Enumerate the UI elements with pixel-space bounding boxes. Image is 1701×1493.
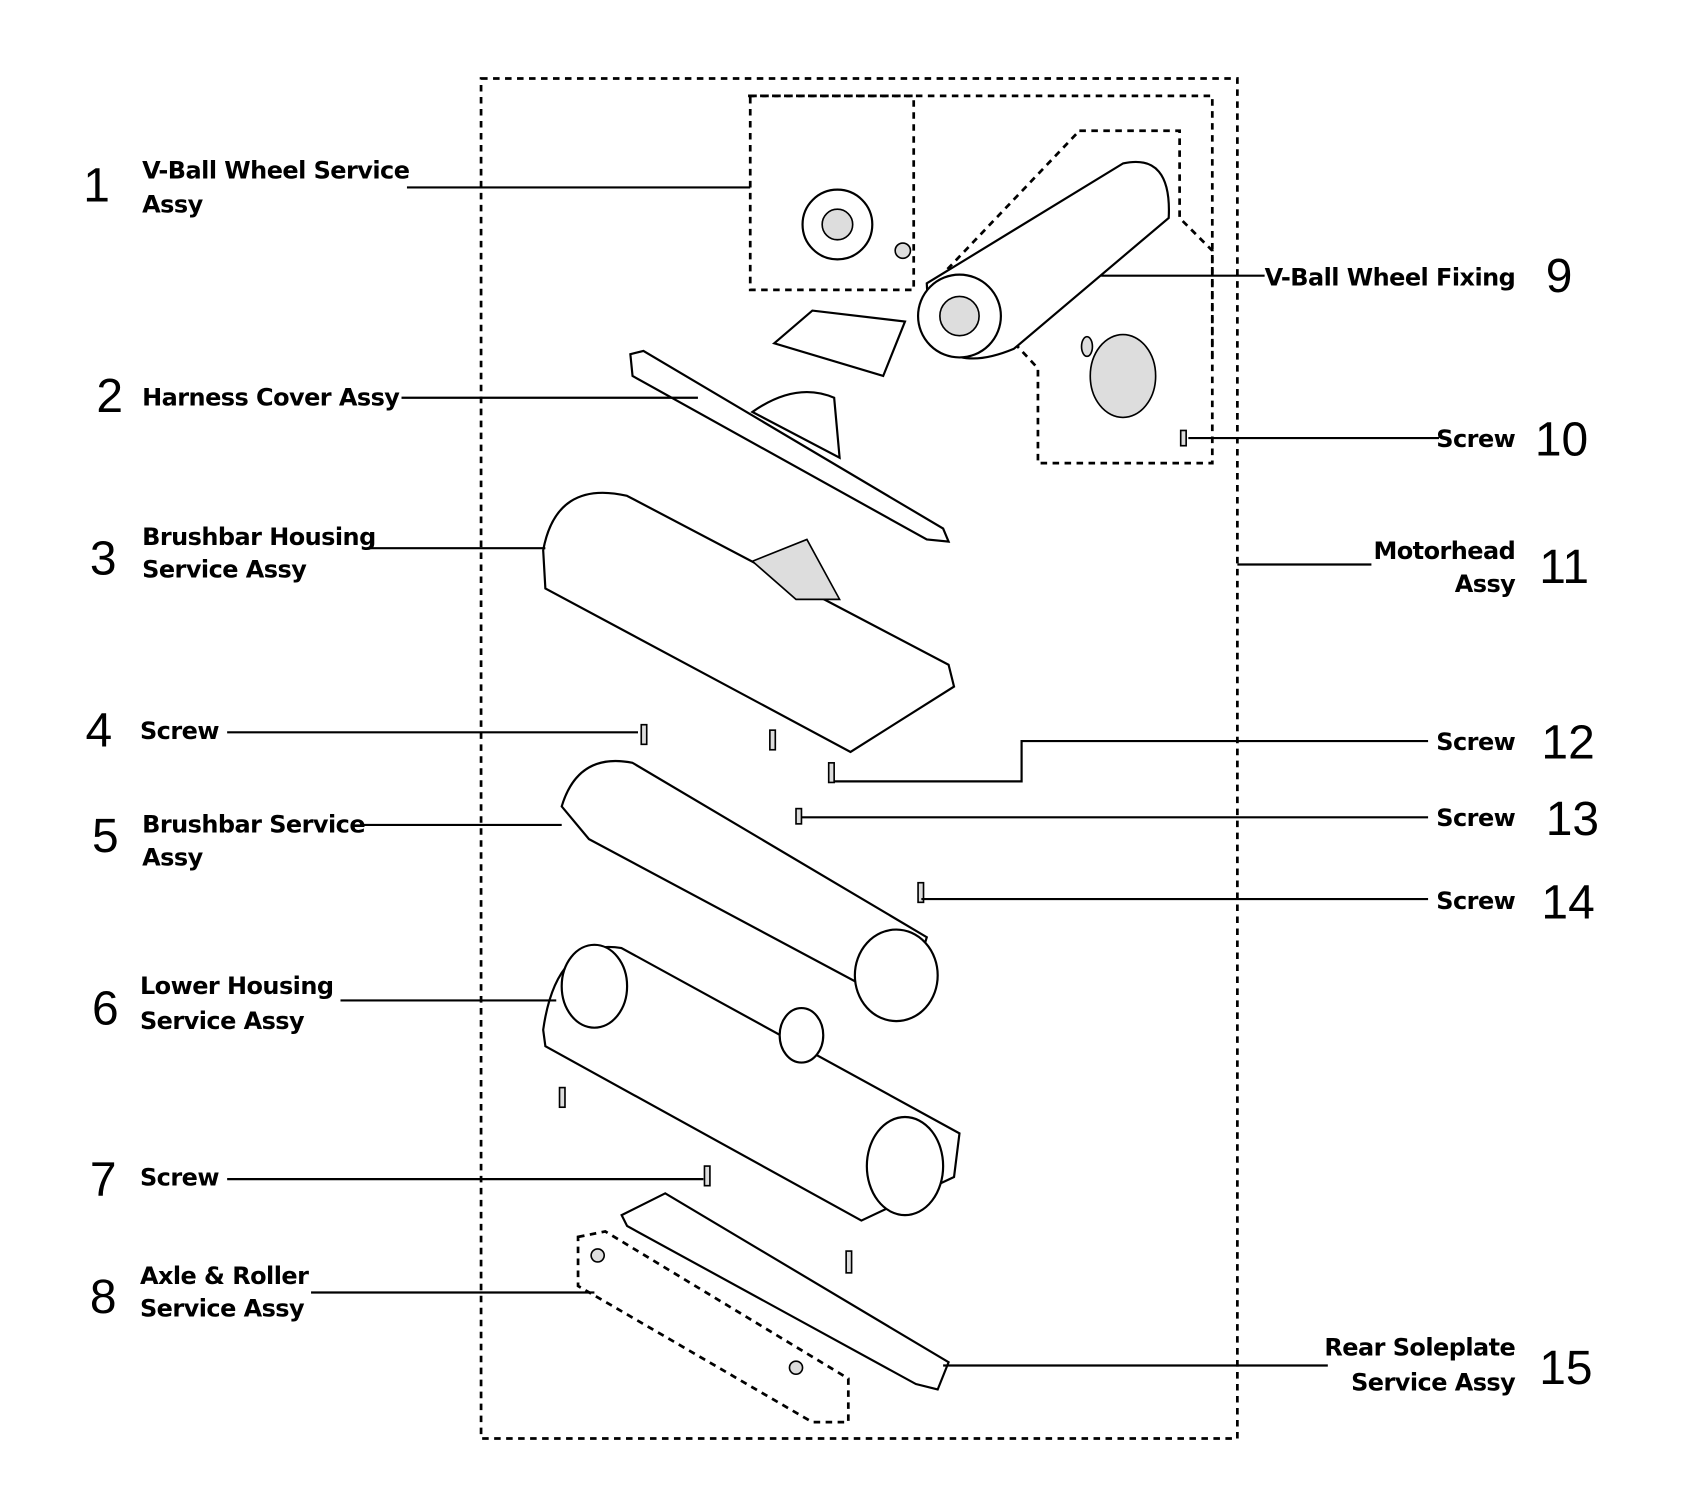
svg-text:V-Ball Wheel Fixing: V-Ball Wheel Fixing (1265, 264, 1516, 292)
callout-1: 1 V-Ball Wheel Service Assy (83, 157, 410, 219)
svg-text:3: 3 (90, 532, 117, 585)
callout-3: 3 Brushbar Housing Service Assy (90, 523, 376, 585)
svg-text:4: 4 (85, 705, 112, 758)
callout-5: 5 Brushbar Service Assy (92, 810, 366, 871)
callout-9: 9 V-Ball Wheel Fixing (1265, 250, 1573, 303)
svg-text:9: 9 (1546, 250, 1573, 303)
svg-text:Brushbar Service: Brushbar Service (142, 811, 365, 839)
svg-text:11: 11 (1539, 541, 1589, 594)
svg-text:Brushbar Housing: Brushbar Housing (142, 523, 376, 551)
rear-soleplate (590, 1192, 950, 1391)
svg-text:Screw: Screw (1436, 887, 1515, 915)
callout-8: 8 Axle & Roller Service Assy (90, 1262, 310, 1324)
callout-14: 14 Screw (1436, 877, 1594, 930)
svg-text:Screw: Screw (140, 717, 219, 745)
callout-6: 6 Lower Housing Service Assy (92, 972, 334, 1036)
svg-text:Assy: Assy (142, 843, 203, 871)
svg-text:15: 15 (1539, 1342, 1592, 1395)
leader-lines (227, 186, 1439, 1367)
brushbar (560, 759, 939, 1023)
svg-text:7: 7 (90, 1153, 117, 1206)
svg-text:Screw: Screw (1436, 728, 1515, 756)
wheel-service-boundary (748, 94, 916, 292)
svg-text:Service Assy: Service Assy (140, 1294, 305, 1322)
svg-text:Lower Housing: Lower Housing (140, 972, 334, 1000)
svg-text:V-Ball Wheel Service: V-Ball Wheel Service (142, 157, 410, 185)
brushbar-housing (542, 491, 956, 754)
callout-15: 15 Rear Soleplate Service Assy (1324, 1334, 1592, 1397)
callout-12: 12 Screw (1436, 716, 1594, 769)
screws (558, 335, 1187, 1274)
svg-text:Rear Soleplate: Rear Soleplate (1324, 1334, 1515, 1362)
callout-4: 4 Screw (85, 705, 219, 758)
axle-roller-boundary (576, 1230, 850, 1424)
svg-text:12: 12 (1541, 716, 1594, 769)
callout-11: 11 Motorhead Assy (1373, 537, 1589, 598)
svg-text:13: 13 (1546, 793, 1599, 846)
svg-text:Axle & Roller: Axle & Roller (140, 1262, 309, 1290)
v-ball-wheel (771, 160, 1170, 419)
callout-7: 7 Screw (90, 1153, 220, 1206)
svg-text:Motorhead: Motorhead (1373, 537, 1515, 565)
svg-text:Service Assy: Service Assy (142, 556, 307, 584)
svg-text:Harness Cover Assy: Harness Cover Assy (142, 383, 400, 411)
svg-text:6: 6 (92, 982, 119, 1035)
svg-text:Screw: Screw (140, 1164, 219, 1192)
svg-text:2: 2 (96, 370, 123, 423)
svg-text:Screw: Screw (1436, 804, 1515, 832)
svg-text:14: 14 (1541, 877, 1594, 930)
svg-text:5: 5 (92, 810, 119, 863)
svg-text:Assy: Assy (1455, 570, 1516, 598)
svg-text:1: 1 (83, 160, 110, 213)
svg-text:Service Assy: Service Assy (140, 1007, 305, 1035)
harness-cover (629, 349, 951, 543)
svg-text:8: 8 (90, 1271, 117, 1324)
callout-13: 13 Screw (1436, 793, 1599, 846)
svg-text:10: 10 (1535, 414, 1588, 467)
callout-2: 2 Harness Cover Assy (96, 370, 400, 423)
svg-text:Assy: Assy (142, 191, 203, 219)
motorhead-assy-boundary (479, 77, 1239, 1440)
callout-10: 10 Screw (1436, 414, 1588, 467)
svg-text:Screw: Screw (1436, 425, 1515, 453)
svg-text:Service Assy: Service Assy (1351, 1369, 1516, 1397)
